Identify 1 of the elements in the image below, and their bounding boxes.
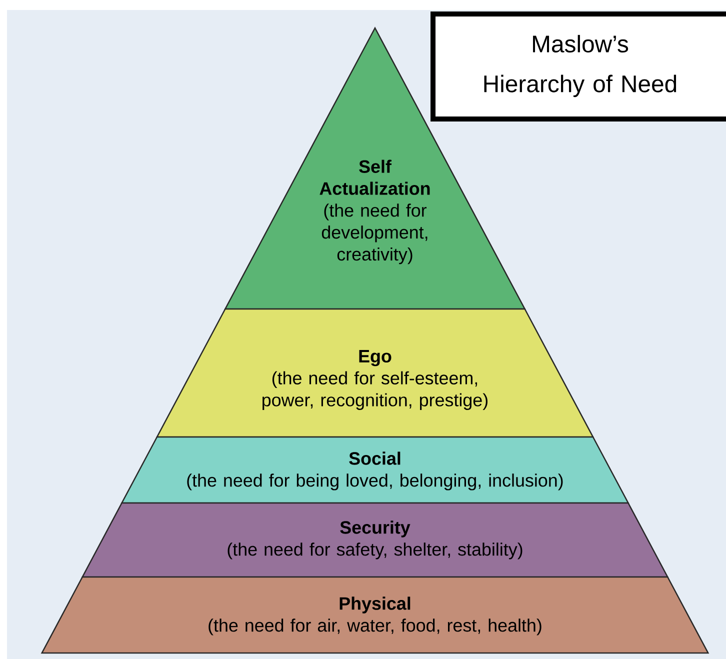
title-box: Maslow’s Hierarchy of Need xyxy=(430,12,726,122)
